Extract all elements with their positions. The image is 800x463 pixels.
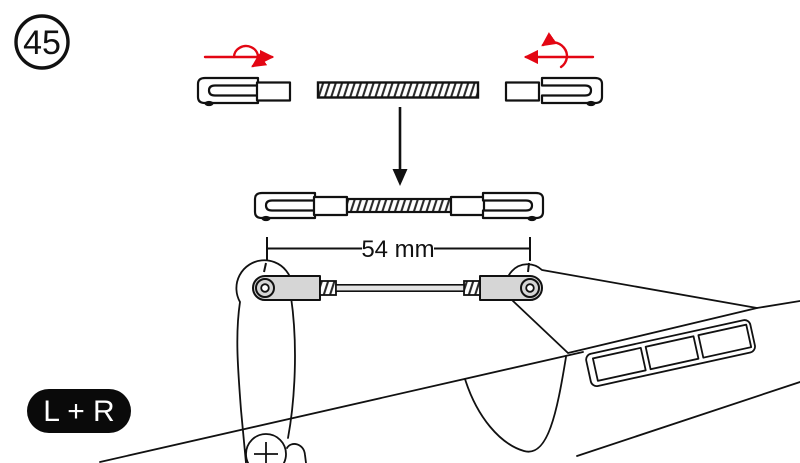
clevis-left — [196, 76, 292, 108]
control-horn-left — [235, 259, 296, 463]
down-arrow-icon — [392, 107, 408, 186]
pushrod-sleeve-left — [312, 195, 349, 217]
step-badge: 45 — [14, 14, 70, 70]
rod-thread-stub-right — [463, 280, 481, 296]
installed-pushrod — [252, 275, 543, 301]
tail-edge-line — [756, 300, 800, 309]
clevis-right-sleeve — [504, 81, 541, 102]
rotate-clockwise-arrow-icon — [203, 44, 275, 68]
fuselage-illustration — [99, 259, 800, 463]
fuselage-bottom-line — [576, 381, 800, 457]
vent-grille — [585, 319, 756, 387]
sides-badge-pill — [27, 389, 131, 433]
dimension: 54 mm — [263, 236, 531, 273]
clevis-right — [504, 76, 604, 108]
pivot-hole-left — [260, 283, 270, 293]
threaded-rod — [316, 81, 480, 99]
control-horn-right — [505, 263, 758, 354]
clevis-left-sleeve — [255, 81, 292, 102]
sides-badge-label: L + R — [43, 395, 114, 428]
fairing-curve — [464, 356, 567, 453]
dimension-label: 54 mm — [361, 236, 434, 263]
pivot-hole-right — [525, 283, 535, 293]
wing-edge-line — [99, 351, 584, 463]
exploded-parts — [196, 32, 604, 108]
pushrod-sleeve-right — [449, 195, 486, 217]
rotate-counterclockwise-arrow-icon — [523, 32, 595, 69]
rod-shaft — [335, 283, 465, 292]
step-number: 45 — [23, 24, 61, 62]
assembled-pushrod — [253, 191, 545, 223]
sides-badge: L + R — [27, 389, 131, 433]
rod-thread-stub-left — [319, 280, 337, 296]
horn-lug — [286, 443, 307, 463]
step-circle — [14, 14, 70, 70]
pushrod-threaded-section — [345, 197, 453, 214]
screw-cross-icon — [245, 433, 287, 463]
